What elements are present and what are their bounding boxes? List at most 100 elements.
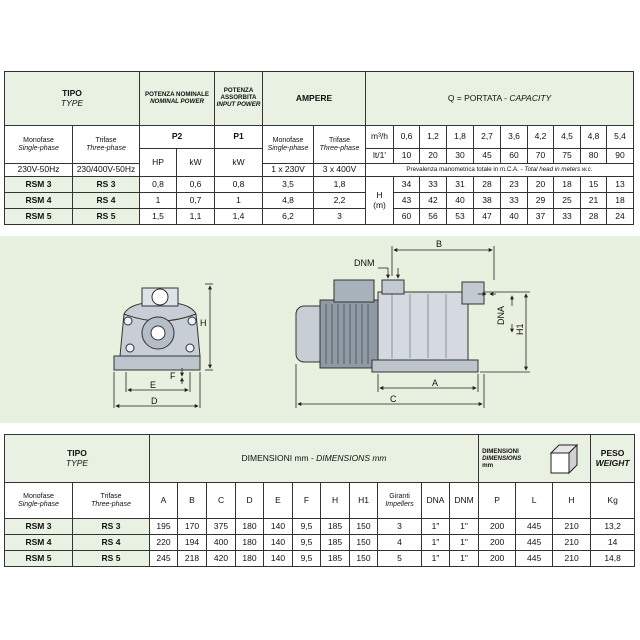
p1-value: 1 — [214, 192, 264, 209]
dim-value: 180 — [235, 518, 265, 535]
head-value: 38 — [473, 192, 502, 209]
dim-value: 9,5 — [292, 550, 322, 567]
dim-value: 420 — [206, 550, 237, 567]
head-value: 23 — [500, 176, 529, 193]
col-header-dna: DNA — [421, 482, 451, 519]
amp-single-value: 6,2 — [262, 208, 315, 225]
inlet-port — [461, 281, 485, 305]
dim-label-c: C — [390, 394, 397, 404]
table-row: RSM 5 RS 5 1,5 1,1 1,4 6,2 3 60 56 53 47… — [4, 208, 635, 225]
dim-value: 150 — [349, 518, 379, 535]
pump-front-view — [113, 287, 201, 371]
table-row: RSM 5 RS 5 245 218 420 180 140 9,5 185 1… — [4, 550, 636, 567]
col-header-a: A — [149, 482, 179, 519]
side-dimension-lines — [295, 246, 530, 408]
q-portata-label: Q = PORTATA - — [447, 92, 510, 103]
col-header-b: B — [177, 482, 208, 519]
head-value: 28 — [473, 176, 502, 193]
amp-three-phase-label: Three-phase — [319, 144, 360, 152]
amp-single-value: 3,5 — [262, 176, 315, 193]
dim-value: 9,5 — [292, 534, 322, 551]
dim-value: 9,5 — [292, 518, 322, 535]
motor-body — [319, 299, 379, 369]
dim-label-dna: DNA — [496, 306, 506, 325]
amp-single-phase-label: Single-phase — [267, 144, 309, 152]
dim-value: 185 — [320, 534, 351, 551]
amp-trifase-label: Trifase — [328, 136, 351, 144]
m3h-value: 4,5 — [553, 125, 582, 149]
box-icon — [549, 443, 579, 475]
front-bolt — [125, 343, 135, 353]
m3h-value: 5,4 — [606, 125, 635, 149]
head-value: 40 — [446, 192, 475, 209]
amp-three-value: 2,2 — [313, 192, 367, 209]
p1-header: P1 — [214, 125, 264, 149]
dim-value: 140 — [263, 534, 294, 551]
col-header-c: C — [206, 482, 237, 519]
kw-value: 0,7 — [176, 192, 216, 209]
dimensions-header: DIMENSIONI mm - DIMENSIONS mm — [149, 434, 480, 483]
hp-value: 0,8 — [139, 176, 178, 193]
head-value: 37 — [527, 208, 555, 225]
p1-value: 1,4 — [214, 208, 264, 225]
model-tri: RS 5 — [71, 208, 141, 225]
dimensioni-label: DIMENSIONI mm - — [241, 452, 317, 463]
head-value: 53 — [446, 208, 475, 225]
dim-value: 170 — [177, 518, 208, 535]
col-header-box-h: H — [552, 482, 592, 519]
amp-three-value: 1,8 — [313, 176, 367, 193]
dim-box-label-1: DIMENSIONI — [482, 447, 519, 455]
hp-header: HP — [139, 148, 178, 177]
trifase-label-2: Trifase — [100, 492, 122, 500]
lt-value: 60 — [500, 148, 529, 164]
dim-label-d: D — [151, 396, 158, 406]
col-header-h1: H1 — [349, 482, 379, 519]
m3h-value: 1,2 — [419, 125, 448, 149]
head-value: 33 — [500, 192, 529, 209]
kw-header: kW — [176, 148, 216, 177]
model-tri: RS 5 — [71, 550, 151, 567]
pump-drawing: H E F D — [113, 239, 530, 408]
m3h-value: 4,2 — [527, 125, 555, 149]
three-phase-label-2: Three-phase — [91, 500, 131, 508]
pump-side-view — [295, 279, 485, 373]
l-value: 445 — [515, 534, 554, 551]
dnm-value: 1" — [449, 550, 480, 567]
kw-header-p1: kW — [214, 148, 264, 177]
type-label: TYPE — [60, 97, 84, 108]
trifase-label: Trifase — [95, 136, 117, 144]
m3h-value: 4,8 — [580, 125, 608, 149]
head-value: 33 — [419, 176, 448, 193]
monofase-label-2: Monofase — [23, 492, 54, 500]
lt-value: 10 — [393, 148, 421, 164]
amp-single-value: 4,8 — [262, 192, 315, 209]
model-mono: RSM 5 — [4, 550, 73, 567]
input-power-label: INPUT POWER — [216, 100, 261, 108]
head-value: 43 — [393, 192, 421, 209]
weight-value: 14 — [590, 534, 636, 551]
amp-three-voltage: 3 x 400V — [313, 163, 367, 177]
dna-value: 1" — [421, 518, 451, 535]
model-mono: RSM 3 — [4, 518, 73, 535]
dim-value: 400 — [206, 534, 237, 551]
head-value: 21 — [580, 192, 608, 209]
box-h-value: 210 — [552, 518, 592, 535]
amp-single-voltage: 1 x 230V — [262, 163, 315, 177]
dim-value: 185 — [320, 550, 351, 567]
outlet-port — [381, 279, 405, 295]
front-outlet-hole — [151, 288, 169, 306]
single-phase-label-2: Single-phase — [18, 500, 59, 508]
head-value: 28 — [580, 208, 608, 225]
nominal-power-label: NOMINAL POWER — [150, 97, 204, 105]
table-row: RSM 4 RS 4 1 0,7 1 4,8 2,2 43 42 40 38 3… — [4, 192, 635, 209]
p1-value: 0,8 — [214, 176, 264, 193]
m3h-value: 3,6 — [500, 125, 529, 149]
capacity-label: CAPACITY — [509, 92, 552, 103]
box-h-value: 210 — [552, 550, 592, 567]
col-header-f: F — [292, 482, 322, 519]
table-row: RSM 3 RS 3 0,8 0,6 0,8 3,5 1,8 H(m) 34 3… — [4, 176, 635, 225]
